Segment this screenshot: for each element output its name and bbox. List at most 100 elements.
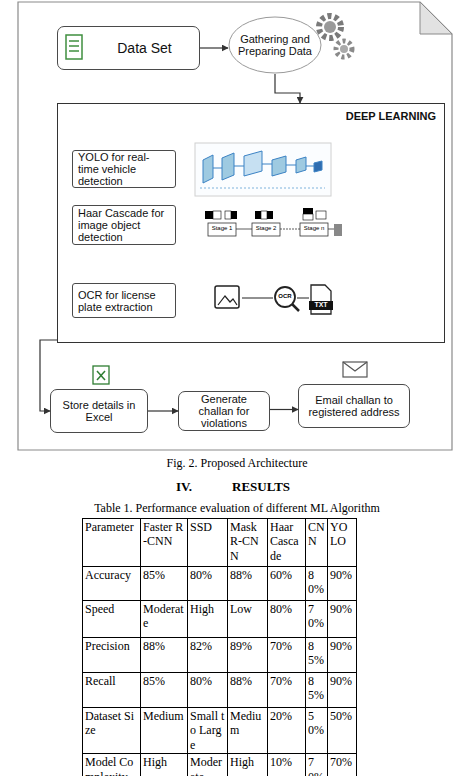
flow-line xyxy=(242,298,273,299)
haar-feature xyxy=(205,211,213,219)
excel-icon xyxy=(93,366,109,384)
table-cell: Medium xyxy=(141,708,188,754)
icon-line xyxy=(69,50,79,52)
table-cell: Model Complexity xyxy=(83,754,141,776)
page-frame xyxy=(18,2,452,450)
table-cell: High xyxy=(141,754,188,776)
table-title: Table 1. Performance evaluation of diffe… xyxy=(0,501,474,515)
file-band xyxy=(309,301,333,310)
section-heading: RESULTS xyxy=(232,479,290,495)
stage-label: Stage 1 xyxy=(208,225,236,232)
table-cell: 88% xyxy=(228,567,268,601)
gear xyxy=(319,16,341,38)
flow-line xyxy=(297,298,309,299)
stage-box xyxy=(208,223,236,236)
node-text: Haar Cascade for image object detection xyxy=(78,207,170,243)
icon-mark xyxy=(97,371,105,380)
icon-line xyxy=(69,45,79,47)
table-cell: 10% xyxy=(268,754,306,776)
table-cell: High xyxy=(188,601,228,638)
document-icon xyxy=(66,35,82,59)
haar-feature xyxy=(213,211,221,219)
table-cell: Moderate xyxy=(141,601,188,638)
haar-feature xyxy=(225,211,231,219)
table-cell: Moderate xyxy=(188,754,228,776)
icon-line xyxy=(69,40,79,42)
flow-line xyxy=(200,188,325,189)
envelope-flap xyxy=(343,362,367,371)
table-cell: High xyxy=(228,754,268,776)
table-cell: 20% xyxy=(268,708,306,754)
table-cell: 90% xyxy=(328,673,357,708)
layer-block xyxy=(314,161,322,172)
flow-line xyxy=(328,229,334,230)
process-box: Generate challan for violations xyxy=(178,391,270,431)
table-cell: 80% xyxy=(268,601,306,638)
table-row: Accuracy85%80%88%60%80%90% xyxy=(83,567,357,601)
flow-line xyxy=(286,165,296,166)
connector-arrow xyxy=(275,74,300,103)
process-box: Data Set xyxy=(57,26,200,70)
table-cell: Medium xyxy=(228,708,268,754)
table-cell: 70% xyxy=(268,673,306,708)
haar-illustration xyxy=(205,208,342,236)
image-frame xyxy=(195,143,331,196)
envelope xyxy=(343,362,367,377)
connector-arrow xyxy=(148,410,178,411)
icon-mark xyxy=(97,371,105,380)
envelope-icon xyxy=(343,362,367,377)
table-cell: 50% xyxy=(306,708,328,754)
haar-feature xyxy=(231,211,237,219)
table-header-cell: SSD xyxy=(188,519,228,567)
node-text: Store details in Excel xyxy=(57,399,141,423)
layer-block xyxy=(222,153,234,180)
folded-corner xyxy=(420,2,452,34)
gear xyxy=(336,41,352,57)
table-cell: Dataset Size xyxy=(83,708,141,754)
flow-line xyxy=(306,166,314,167)
layer-block xyxy=(272,156,286,176)
table-cell: Small to Large xyxy=(188,708,228,754)
table-cell: 50% xyxy=(328,708,357,754)
table-header-cell: CNN xyxy=(306,519,328,567)
process-box: Store details in Excel xyxy=(50,389,148,433)
table-cell: 89% xyxy=(228,638,268,673)
table-cell: 80% xyxy=(188,567,228,601)
flow-line xyxy=(234,166,244,167)
table-row: SpeedModerateHighLow80%70%90% xyxy=(83,601,357,638)
connector-arrow xyxy=(270,409,298,410)
haar-feature xyxy=(255,211,261,219)
table-cell: Accuracy xyxy=(83,567,141,601)
haar-feature xyxy=(267,211,273,219)
table-row: Precision88%82%89%70%85%90% xyxy=(83,638,357,673)
process-box: Email challan to registered address xyxy=(298,384,410,428)
results-table: ParameterFaster R-CNNSSDMask R-CNNHaar C… xyxy=(82,518,357,776)
node-text: OCR for license plate extraction xyxy=(78,289,170,313)
stage-box xyxy=(300,223,328,236)
table-header-cell: Faster R-CNN xyxy=(141,519,188,567)
dataset-icon xyxy=(66,35,82,59)
process-box: YOLO for real-time vehicle detection xyxy=(72,150,176,188)
table-cell: 80% xyxy=(306,567,328,601)
node-text: Gathering and Preparing Data xyxy=(236,33,314,57)
icon-label: TXT xyxy=(309,301,333,309)
table-row: Dataset SizeMediumSmall to LargeMedium20… xyxy=(83,708,357,754)
table-cell: 70% xyxy=(268,638,306,673)
face-thumbnail xyxy=(334,224,342,236)
figure-caption: Fig. 2. Proposed Architecture xyxy=(0,456,474,471)
table-cell: 80% xyxy=(188,673,228,708)
stage-label: Stage 2 xyxy=(252,225,280,232)
gear-hub xyxy=(324,21,336,33)
table-cell: 70% xyxy=(306,601,328,638)
ellipse-shape xyxy=(229,17,321,73)
layer-block xyxy=(296,157,306,173)
table-cell: 82% xyxy=(188,638,228,673)
table-row: ParameterFaster R-CNNSSDMask R-CNNHaar C… xyxy=(83,519,357,567)
node-text: Email challan to registered address xyxy=(305,394,403,418)
process-box: OCR for license plate extraction xyxy=(72,283,176,318)
section-number: IV. xyxy=(176,479,192,495)
table-cell: 90% xyxy=(328,601,357,638)
flow-line xyxy=(262,164,272,165)
table-cell: Speed xyxy=(83,601,141,638)
table-cell: 85% xyxy=(141,673,188,708)
